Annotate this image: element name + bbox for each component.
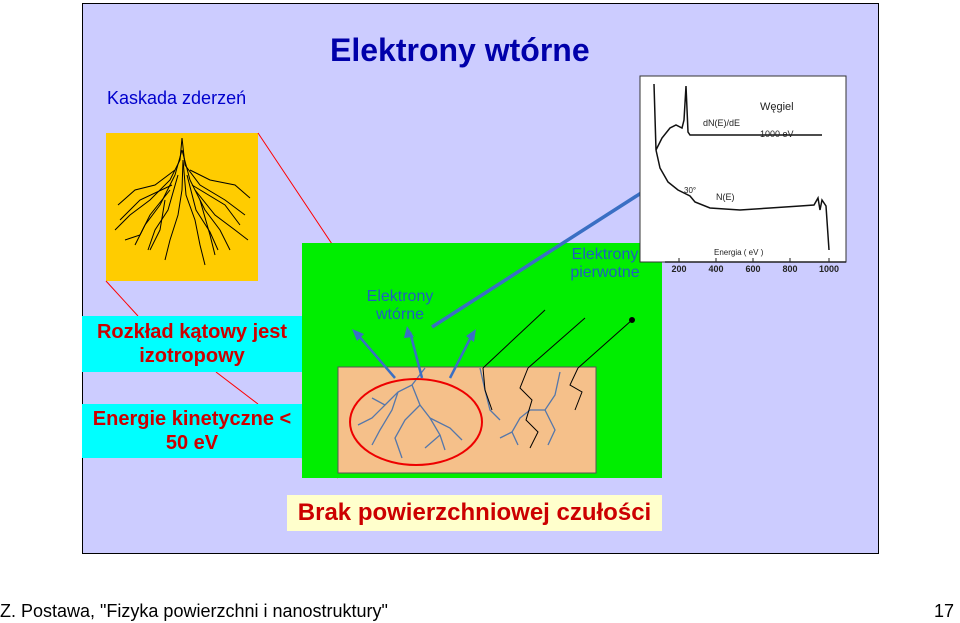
sample-block: [337, 366, 597, 474]
energy-line2: 50 eV: [165, 432, 219, 454]
secondary-label-line2: wtórne: [375, 306, 425, 323]
kinetic-energy-box: Energie kinetyczne < 50 eV: [82, 404, 302, 458]
spectrum-chart: dN(E)/dE Węgiel 1000 eV N(E) 30° Energia…: [639, 75, 847, 274]
x-axis-label: Energia ( eV ): [714, 248, 764, 257]
footer-citation: Z. Postawa, "Fizyka powierzchni i nanost…: [0, 601, 388, 621]
x-tick-label: 1000: [819, 264, 839, 274]
secondary-arrows: [357, 331, 474, 379]
primary-electrons-label: Elektrony pierwotne: [550, 246, 660, 282]
primary-label-line1: Elektrony: [571, 246, 639, 263]
collision-tracks: [357, 367, 561, 459]
x-tick-label: 200: [671, 264, 686, 274]
label-element: Węgiel: [760, 101, 794, 113]
x-tick-label: 600: [745, 264, 760, 274]
cascade-label: Kaskada zderzeń: [107, 88, 247, 108]
page-number: 17: [933, 601, 954, 621]
energy-line1: Energie kinetyczne <: [92, 408, 292, 430]
secondary-electrons-label: Elektrony wtórne: [340, 288, 460, 324]
angular-distribution-box: Rozkład kątowy jest izotropowy: [82, 316, 302, 372]
label-energy: 1000 eV: [760, 129, 794, 139]
arrow-head-right: [466, 329, 476, 342]
cascade-ellipse: [349, 378, 483, 466]
primary-electron-tracks: [482, 309, 635, 449]
label-peak: 30°: [684, 186, 696, 195]
arrow-head-middle: [404, 326, 414, 338]
angle-line1: Rozkład kątowy jest: [96, 321, 288, 343]
spectrum-arrow: [431, 184, 653, 329]
angle-line2: izotropowy: [139, 345, 245, 367]
primary-label-line2: pierwotne: [570, 264, 640, 281]
ne-curve: [655, 149, 830, 251]
cascade-image: [106, 133, 258, 281]
arrow-head-left: [352, 329, 364, 341]
x-tick-label: 400: [708, 264, 723, 274]
slide-title: Elektrony wtórne: [330, 32, 590, 68]
secondary-label-line1: Elektrony: [366, 288, 434, 305]
dnde-curve: [653, 83, 822, 151]
label-ne: N(E): [716, 192, 735, 202]
no-surface-sensitivity-box: Brak powierzchniowej czułości: [287, 495, 662, 531]
label-dnde: dN(E)/dE: [703, 118, 740, 128]
x-tick-label: 800: [782, 264, 797, 274]
